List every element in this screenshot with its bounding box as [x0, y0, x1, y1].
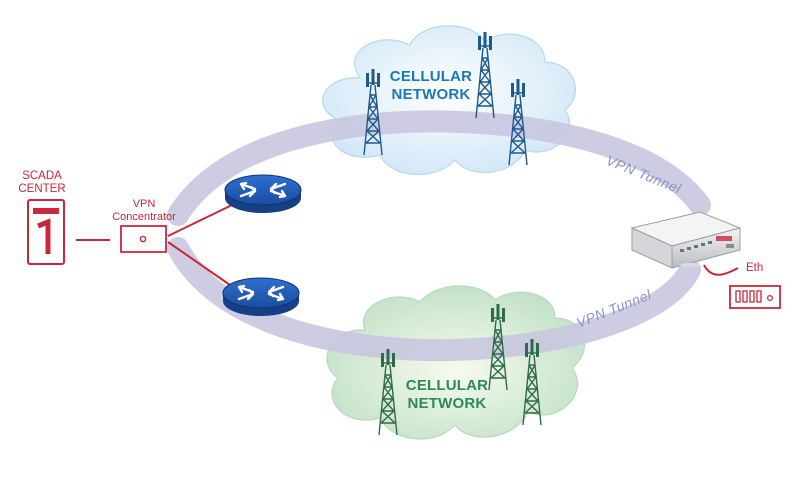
top-cloud-line1: CELLULAR	[389, 68, 473, 85]
bottom-cellular-cloud	[326, 285, 586, 440]
eth-cable	[703, 264, 739, 276]
top-cloud-label: CELLULAR NETWORK	[386, 68, 476, 104]
ethernet-port-icon	[729, 285, 781, 309]
server-icon	[27, 199, 65, 265]
cellular-gateway-icon	[630, 211, 742, 269]
scada-label-line2: CENTER	[18, 183, 66, 195]
bottom-cloud-line1: CELLULAR	[405, 377, 489, 394]
concentrator-label-line2: Concentrator	[112, 211, 176, 223]
router-icon	[223, 173, 303, 215]
bottom-cloud-line2: NETWORK	[407, 395, 487, 412]
eth-label: Eth	[746, 262, 764, 274]
link-concentrator-router-top	[167, 204, 233, 237]
router-icon	[221, 276, 301, 318]
top-cloud-line2: NETWORK	[391, 86, 471, 103]
concentrator-label-line1: VPN	[132, 198, 156, 210]
bottom-cloud-label: CELLULAR NETWORK	[402, 377, 492, 413]
concentrator-label: VPN Concentrator	[104, 198, 184, 224]
scada-label: SCADA CENTER	[16, 170, 68, 196]
vpn-concentrator-icon	[120, 225, 167, 253]
link-concentrator-router-bottom	[167, 241, 231, 286]
scada-label-line1: SCADA	[22, 170, 62, 182]
